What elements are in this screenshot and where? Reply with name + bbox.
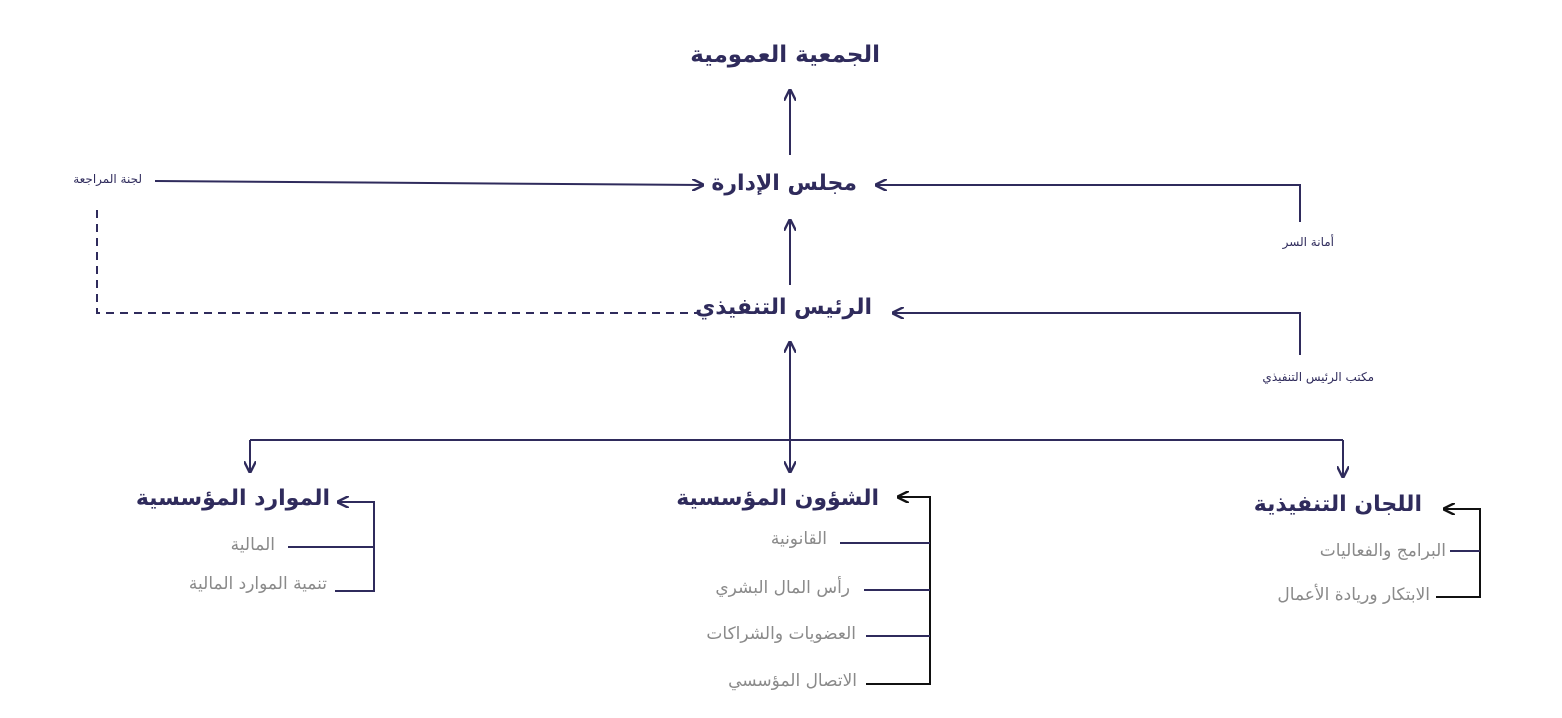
finance-item: المالية [230, 535, 275, 555]
human-capital-item: رأس المال البشري [715, 578, 850, 598]
arrow-secretariat-to-board [876, 185, 1301, 222]
general-assembly-label: الجمعية العمومية [690, 42, 880, 68]
memberships-item: العضويات والشراكات [706, 624, 856, 644]
secretariat-label: أمانة السر [1282, 235, 1334, 249]
arrow-ceo-office-to-ceo [893, 313, 1301, 355]
ceo-label: الرئيس التنفيذي [695, 295, 872, 320]
arrow-audit-to-board [154, 181, 703, 185]
board-label: مجلس الإدارة [711, 171, 857, 196]
dashed-audit-ceo [96, 210, 698, 314]
funds-development-item: تنمية الموارد المالية [188, 574, 327, 594]
audit-committee-label: لجنة المراجعة [73, 172, 142, 186]
financial-resources-title: الموارد المؤسسية [135, 486, 330, 511]
corporate-communication-item: الاتصال المؤسسي [728, 671, 857, 691]
legal-item: القانونية [770, 529, 827, 549]
innovation-item: الابتكار وريادة الأعمال [1277, 585, 1430, 605]
ceo-office-label: مكتب الرئيس التنفيذي [1262, 370, 1374, 384]
corporate-affairs-title: الشؤون المؤسسية [676, 486, 879, 511]
executive-committees-title: اللجان التنفيذية [1253, 492, 1422, 517]
programs-item: البرامج والفعاليات [1319, 541, 1446, 561]
bracket-committees [1436, 509, 1481, 598]
